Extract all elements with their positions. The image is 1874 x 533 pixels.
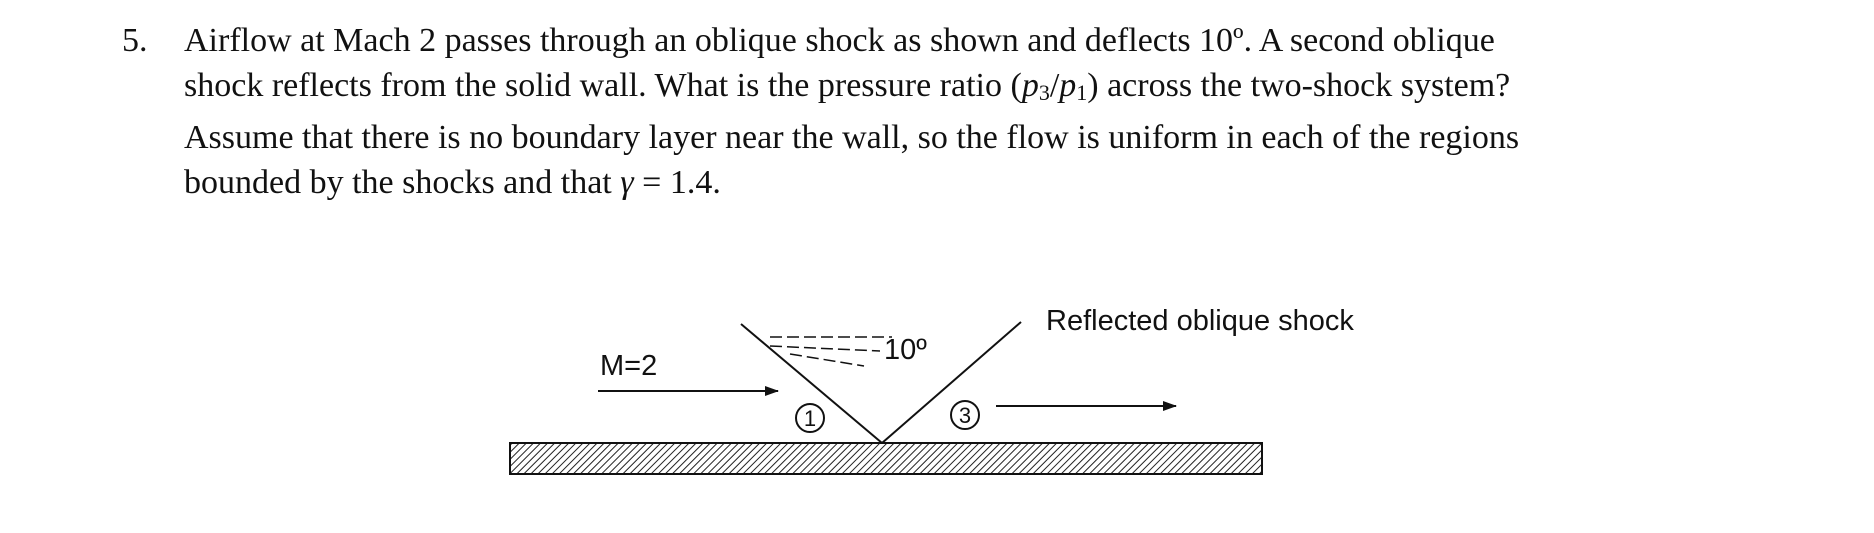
line-2-text-after: ) across the two-shock system? (1087, 67, 1511, 104)
gamma-symbol: γ (620, 164, 634, 201)
problem-line-4: bounded by the shocks and that γ = 1.4. (184, 160, 1684, 205)
problem-line-2: shock reflects from the solid wall. What… (184, 63, 1684, 115)
slash: / (1049, 67, 1060, 104)
deflection-angle-marks (769, 336, 892, 367)
line-2-text-before: shock reflects from the solid wall. What… (184, 67, 1022, 104)
problem-line-3: Assume that there is no boundary layer n… (184, 119, 1520, 156)
problem-line-1: Airflow at Mach 2 passes through an obli… (184, 22, 1495, 59)
region-3-marker: 3 (950, 400, 980, 430)
subscript-1: 1 (1076, 80, 1088, 105)
reflected-oblique-shock (881, 321, 1022, 444)
reflected-shock-label: Reflected oblique shock (1046, 305, 1354, 337)
symbol-p: p (1021, 67, 1039, 104)
region-1-marker: 1 (795, 403, 825, 433)
incident-oblique-shock (740, 323, 883, 444)
line-4-text-before: bounded by the shocks and that (184, 164, 621, 201)
problem-number: 5. (122, 22, 148, 59)
solid-wall (509, 442, 1263, 475)
region-1-label: 1 (804, 406, 816, 431)
mach-label: M=2 (600, 350, 657, 382)
deflection-angle-label: 10º (884, 334, 927, 366)
line-4-text-after: = 1.4. (633, 164, 721, 201)
problem-text: Airflow at Mach 2 passes through an obli… (184, 18, 1684, 205)
symbol-p: p (1059, 67, 1077, 104)
region-3-label: 3 (959, 403, 971, 428)
subscript-3: 3 (1038, 80, 1050, 105)
symbol-p1: p1 (1059, 67, 1088, 105)
symbol-p3: p3 (1021, 67, 1050, 105)
